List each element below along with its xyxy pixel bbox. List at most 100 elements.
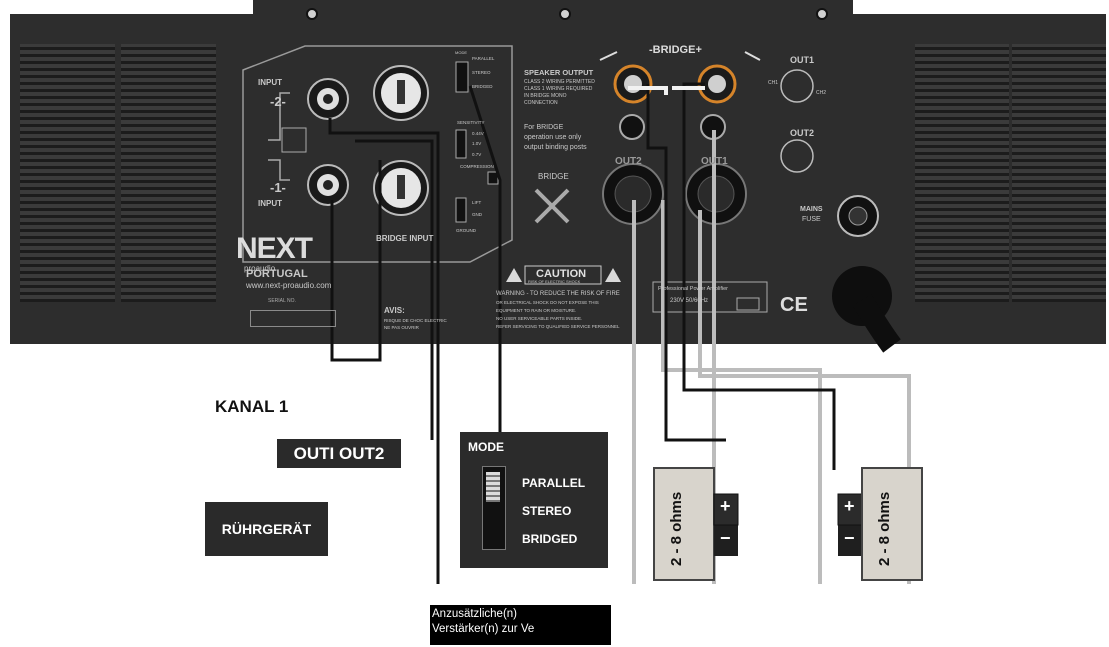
bridge-top-label: -BRIDGE+ — [649, 44, 702, 56]
mode-small-bridged: BRIDGED — [472, 84, 493, 89]
ruehrgeraet-label: RÜHRGERÄT — [205, 502, 328, 556]
vent-grille-right-2 — [1012, 44, 1106, 302]
amp-rating-voltage: 230V 50/60Hz — [670, 298, 709, 304]
speaker-left-minus: − — [720, 528, 731, 548]
warning-line-2: OR ELECTRICAL SHOCK DO NOT EXPOSE THIS — [496, 300, 599, 305]
out2-side-label: OUT2 — [790, 128, 815, 138]
bridge-note-line-1: For BRIDGE — [524, 124, 564, 131]
panel-top-strip — [253, 0, 853, 14]
speaker-output-title: SPEAKER OUTPUT — [524, 68, 594, 77]
ground-label: GROUND — [456, 228, 476, 233]
sensitivity-option-2: 1.0V — [472, 141, 482, 146]
out2-speakon-connector — [602, 163, 664, 225]
sensitivity-option-1: 0.44V — [472, 131, 484, 136]
bridge-note-line-3: output binding posts — [524, 144, 587, 151]
fuse-label: FUSE — [802, 216, 821, 223]
mains-fuse-holder — [837, 195, 879, 237]
caution-warning-icons — [506, 268, 621, 282]
mode-callout-title: MODE — [468, 440, 504, 454]
input-2-xlr — [373, 65, 429, 121]
sensitivity-option-3: 0.7V — [472, 152, 482, 157]
speaker-left-plus: + — [720, 496, 731, 516]
speaker-output-line-3: IN BRIDGE MONO — [524, 93, 567, 99]
amp-rating-subbox — [736, 297, 760, 311]
kanal-label: KANAL 1 — [215, 397, 289, 416]
speaker-right-plus: + — [844, 496, 855, 516]
out2-post — [619, 114, 645, 140]
amp-rating-box — [652, 281, 768, 313]
dark-signal-wires — [328, 82, 836, 584]
speaker-right-impedance: 2 - 8 ohms — [876, 491, 893, 566]
bridge-label: BRIDGE — [538, 172, 569, 181]
bridge-jumper-wire — [628, 86, 705, 95]
mode-small-parallel: PARALLEL — [472, 56, 495, 61]
input-1-label: INPUT — [258, 199, 282, 208]
mode-option-bridged: BRIDGED — [522, 532, 578, 546]
ground-gnd-label: GND — [472, 212, 482, 217]
input-1-jack — [307, 164, 349, 206]
sensitivity-label: SENSITIVITY — [457, 120, 485, 125]
warning-line-3: EQUIPMENT TO RAIN OR MOISTURE. — [496, 308, 577, 313]
brand-country: PORTUGAL — [246, 268, 308, 280]
out2-pinout-icon — [780, 139, 814, 173]
mode-option-parallel: PARALLEL — [522, 476, 586, 490]
mode-switch-large — [482, 466, 506, 550]
out1-side-label: OUT1 — [790, 55, 815, 65]
ch2-label: CH2 — [816, 90, 827, 96]
bridge-x-icon — [534, 188, 570, 224]
speaker-output-line-1: CLASS 2 WIRING PERMITTED — [524, 79, 595, 85]
vent-grille-left-1 — [20, 44, 115, 302]
caution-box — [524, 265, 602, 285]
avis-title: AVIS: — [384, 306, 405, 315]
additional-amplifier-line-2: Verstärker(n) zur Ve — [432, 623, 535, 635]
amp-rating-label: Professional Power Amplifier — [658, 286, 729, 292]
additional-amplifier-label: Anzusätzliche(n) Verstärker(n) zur Ve — [430, 605, 611, 645]
brand-logo: NEXT — [236, 232, 313, 265]
bridge-input-label: BRIDGE INPUT — [376, 234, 434, 243]
brand-website: www.next-proaudio.com — [246, 281, 332, 290]
mode-switch-small — [455, 61, 469, 93]
vent-grille-right-1 — [915, 44, 1009, 302]
sensitivity-switch — [455, 129, 467, 159]
out1-pinout-icon — [780, 69, 814, 103]
bridge-post-plus — [697, 64, 737, 104]
input-2-number: -2- — [270, 94, 286, 109]
input-2-label: INPUT — [258, 78, 282, 87]
bridge-note-line-2: operation use only — [524, 134, 582, 141]
panel-screws — [306, 8, 828, 20]
ch1-label: CH1 — [768, 80, 779, 86]
speaker-right-minus: − — [844, 528, 855, 548]
speaker-left — [653, 467, 739, 581]
avis-line-1: RISQUE DE CHOC ELECTRIC — [384, 318, 447, 323]
warning-line-1: WARNING - TO REDUCE THE RISK OF FIRE — [496, 291, 620, 297]
ground-lift-label: LIFT — [472, 200, 482, 205]
power-cable — [832, 266, 901, 353]
input-bracket-1 — [268, 159, 290, 181]
speaker-right — [837, 467, 923, 581]
serial-label: SERIAL NO. — [268, 298, 296, 304]
speaker-output-line-2: CLASS 1 WIRING REQUIRED — [524, 86, 593, 92]
additional-amplifier-line-1: Anzusätzliche(n) — [432, 608, 518, 620]
bridge-post-minus — [613, 64, 653, 104]
out-label-box: OUTI OUT2 — [277, 439, 401, 468]
vent-grille-left-2 — [121, 44, 216, 302]
bridge-bolt-marks — [599, 51, 761, 61]
ground-switch — [455, 197, 467, 223]
mode-switch-knob — [486, 472, 500, 502]
compression-label: COMPRESSION — [460, 164, 494, 169]
brand-logo-sub: proaudio — [244, 264, 276, 273]
input-bracket-2 — [268, 92, 290, 141]
out1-label: OUT1 — [701, 156, 728, 167]
mode-small-heading: MODE — [455, 50, 467, 55]
input-section-outline — [242, 45, 513, 263]
serial-number-box — [250, 310, 336, 327]
input-1-xlr — [373, 160, 429, 216]
parallel-link-symbol — [281, 127, 307, 153]
avis-line-2: NE PAS OUVRIR — [384, 325, 419, 330]
input-1-number: -1- — [270, 180, 286, 195]
out2-label: OUT2 — [615, 156, 642, 167]
mains-label: MAINS — [800, 206, 823, 213]
speaker-left-impedance: 2 - 8 ohms — [668, 491, 685, 566]
